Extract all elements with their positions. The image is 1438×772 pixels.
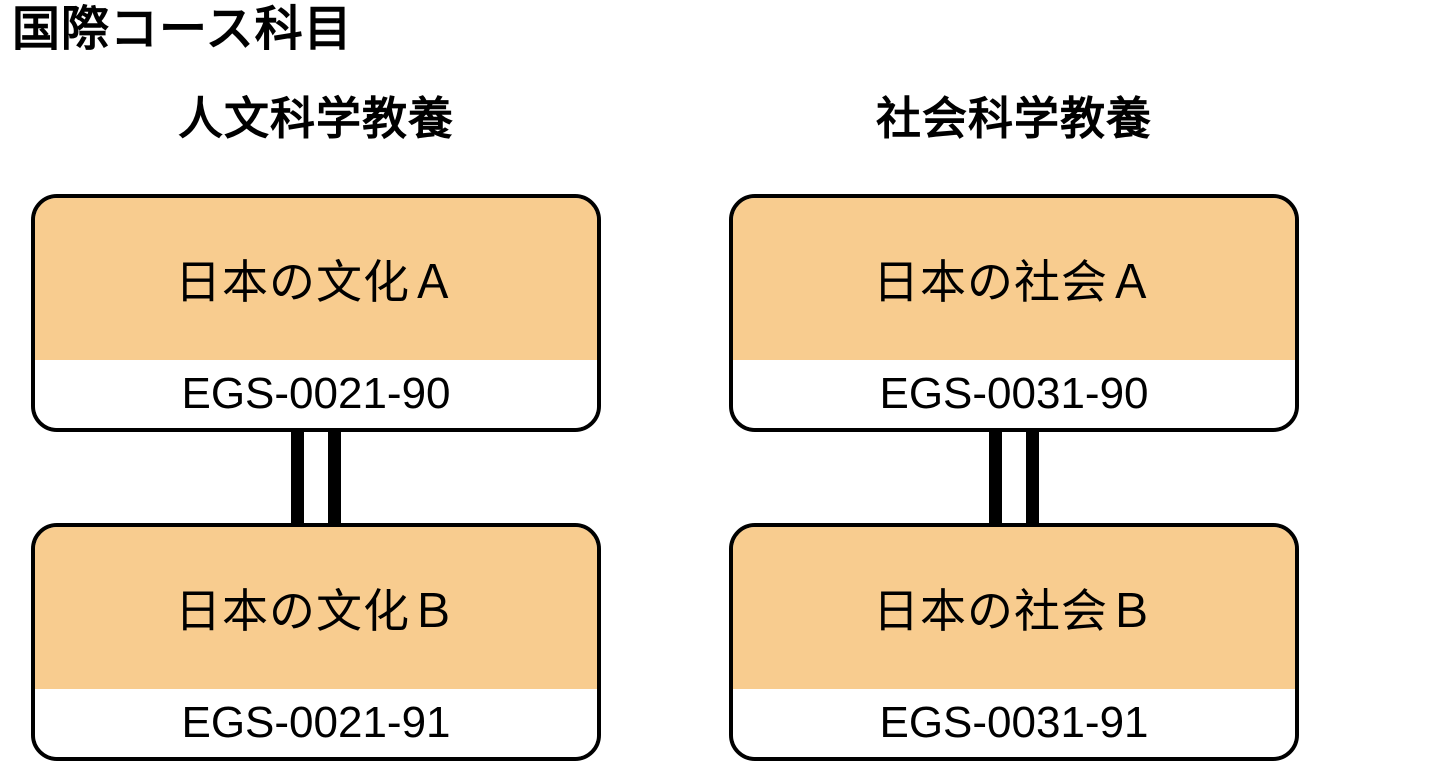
connector-bar — [328, 431, 341, 524]
course-box-japan-culture-a: 日本の文化Ａ EGS-0021-90 — [31, 194, 601, 432]
course-box-japan-culture-b: 日本の文化Ｂ EGS-0021-91 — [31, 523, 601, 761]
column-header-social-science: 社会科学教養 — [875, 93, 1152, 144]
column-header-humanities: 人文科学教養 — [177, 93, 454, 144]
course-code: EGS-0021-90 — [35, 360, 597, 428]
course-box-japan-society-b: 日本の社会Ｂ EGS-0031-91 — [729, 523, 1299, 761]
course-code: EGS-0031-91 — [733, 689, 1295, 757]
course-name: 日本の文化Ｂ — [35, 527, 597, 689]
course-code: EGS-0031-90 — [733, 360, 1295, 428]
course-box-japan-society-a: 日本の社会Ａ EGS-0031-90 — [729, 194, 1299, 432]
page-title: 国際コース科目 — [12, 3, 353, 56]
course-name: 日本の文化Ａ — [35, 198, 597, 360]
connector-bar — [291, 431, 304, 524]
course-name: 日本の社会Ａ — [733, 198, 1295, 360]
course-code: EGS-0021-91 — [35, 689, 597, 757]
connector-bar — [989, 431, 1002, 524]
connector-bar — [1026, 431, 1039, 524]
course-name: 日本の社会Ｂ — [733, 527, 1295, 689]
connector-double-line-left — [291, 431, 341, 524]
connector-double-line-right — [989, 431, 1039, 524]
